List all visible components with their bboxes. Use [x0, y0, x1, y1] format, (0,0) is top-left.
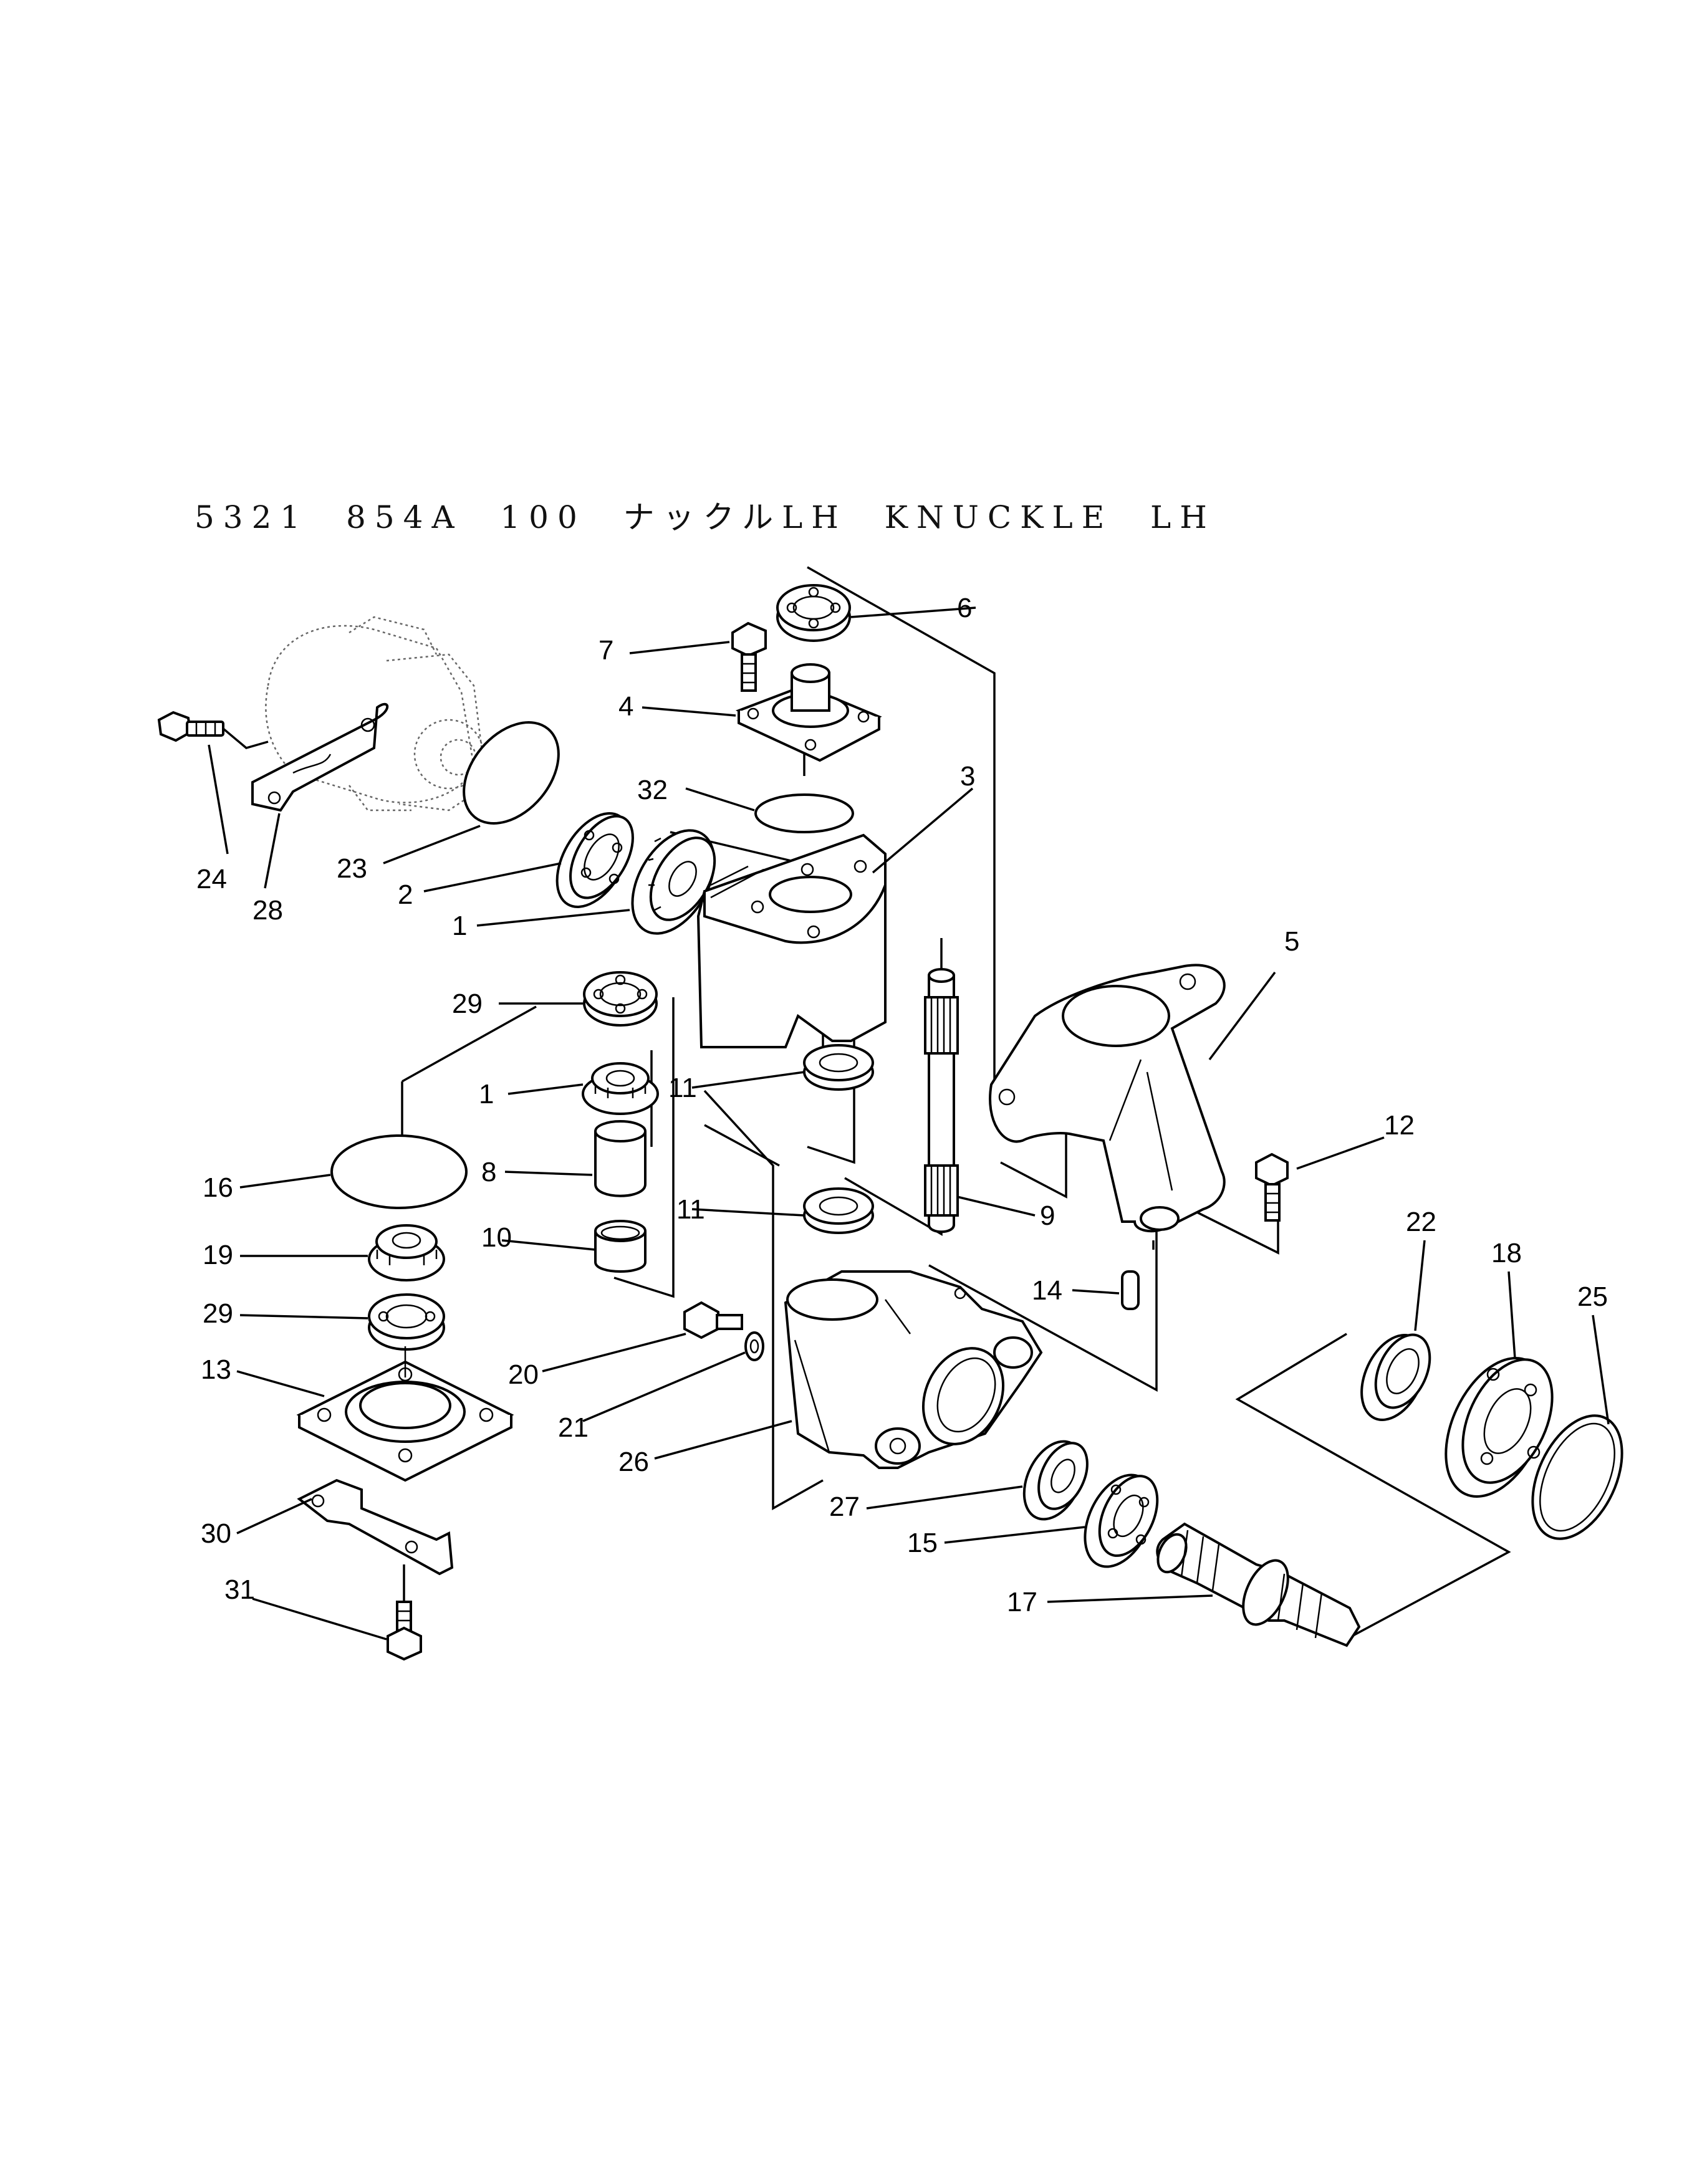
callout-17: 17 — [1007, 1587, 1037, 1617]
bracket-30 — [297, 1478, 454, 1576]
knuckle-housing-3 — [696, 833, 887, 1048]
callout-23: 23 — [337, 853, 367, 884]
callout-4: 4 — [618, 691, 633, 722]
callout-29-lower: 29 — [203, 1298, 233, 1329]
bolt-20 — [683, 1301, 743, 1339]
callout-15: 15 — [907, 1528, 938, 1558]
bolt-24 — [157, 711, 269, 749]
callout-5: 5 — [1284, 926, 1299, 957]
callout-26: 26 — [618, 1447, 649, 1477]
callout-28: 28 — [252, 895, 283, 926]
callout-3: 3 — [960, 761, 975, 792]
bearing-6 — [776, 584, 851, 642]
flange-housing-13 — [296, 1346, 514, 1482]
bevel-gear-1-upper — [631, 829, 716, 935]
pin-14 — [1121, 1270, 1140, 1310]
bevel-gear-1-lower — [582, 1062, 659, 1115]
steering-arm-5 — [989, 964, 1226, 1233]
snap-ring-25 — [1531, 1414, 1623, 1540]
bracket-28 — [251, 702, 389, 812]
callout-27: 27 — [829, 1492, 860, 1522]
bearing-29-upper — [583, 971, 658, 1027]
o-ring-16 — [330, 1134, 468, 1209]
bearing-29-lower — [368, 1293, 445, 1351]
callout-11-upper: 11 — [668, 1073, 697, 1103]
callout-9: 9 — [1040, 1200, 1055, 1231]
callout-13: 13 — [201, 1354, 231, 1385]
seal-11-upper — [803, 1044, 874, 1091]
callout-1-upper: 1 — [452, 911, 467, 941]
knuckle-body-26 — [784, 1270, 1043, 1469]
bearing-15 — [1084, 1473, 1159, 1568]
spline-shaft-9 — [924, 968, 959, 1233]
o-ring-32 — [754, 793, 854, 833]
callout-30: 30 — [201, 1518, 231, 1549]
seal-27 — [1022, 1440, 1089, 1521]
callout-8: 8 — [481, 1157, 496, 1187]
bolt-12 — [1255, 1152, 1289, 1222]
callout-18: 18 — [1491, 1238, 1522, 1268]
o-ring-23 — [463, 721, 560, 825]
callout-32: 32 — [637, 775, 668, 805]
callout-labels: 6 7 4 32 3 5 12 24 28 23 2 1 29 1 8 10 1… — [196, 593, 1608, 1617]
callout-12: 12 — [1384, 1110, 1415, 1141]
callout-2: 2 — [398, 879, 413, 910]
callout-24: 24 — [196, 864, 227, 894]
callout-6: 6 — [957, 593, 972, 623]
callout-21: 21 — [558, 1412, 589, 1443]
seal-11-lower — [803, 1187, 874, 1234]
callout-14: 14 — [1032, 1275, 1062, 1306]
callout-16: 16 — [203, 1172, 233, 1203]
callout-20: 20 — [508, 1359, 539, 1390]
cap-4 — [735, 663, 882, 762]
callout-31: 31 — [224, 1574, 255, 1605]
callout-11-lower: 11 — [676, 1194, 705, 1225]
callout-leaders — [208, 606, 1610, 1640]
assembly-guide-lines — [401, 566, 1511, 1644]
callout-22: 22 — [1406, 1207, 1436, 1237]
callout-1-lower: 1 — [479, 1079, 494, 1109]
sleeve-8 — [594, 1120, 647, 1197]
callout-7: 7 — [599, 635, 613, 666]
page-title: 5321 854A 100 ナックルLH KNUCKLE LH — [195, 499, 1216, 535]
axle-shaft-17 — [1156, 1522, 1361, 1647]
callout-19: 19 — [203, 1240, 233, 1270]
bolt-7 — [731, 621, 767, 692]
callout-29-upper: 29 — [452, 989, 483, 1019]
needle-bearing-10 — [594, 1220, 647, 1273]
washer-21 — [744, 1331, 764, 1361]
bevel-gear-19 — [368, 1224, 445, 1281]
bolt-31 — [387, 1564, 422, 1661]
seal-22 — [1360, 1333, 1431, 1421]
callout-25: 25 — [1577, 1281, 1608, 1312]
bearing-18 — [1445, 1357, 1554, 1498]
callout-10: 10 — [481, 1222, 512, 1253]
bearing-2 — [555, 812, 634, 908]
